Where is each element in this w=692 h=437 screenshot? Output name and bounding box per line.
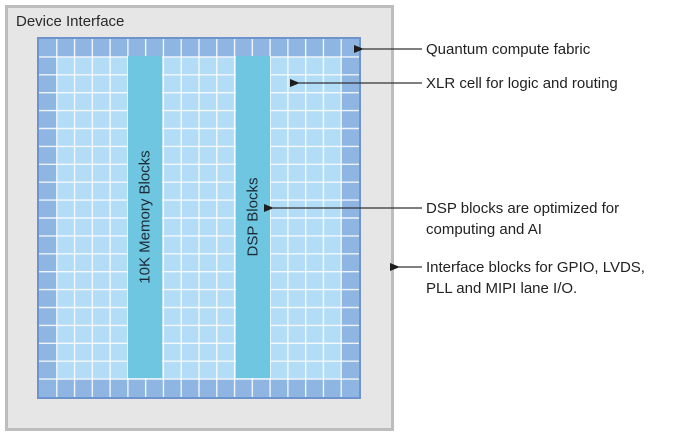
callout-quantum: Quantum compute fabric bbox=[426, 39, 590, 60]
quantum-compute-fabric bbox=[37, 37, 361, 399]
callout-dsp: DSP blocks are optimized for computing a… bbox=[426, 198, 619, 240]
callout-dsp-line-1: DSP blocks are optimized for bbox=[426, 200, 620, 217]
callout-xlr-line: XLR cell for logic and routing bbox=[426, 75, 618, 92]
callout-dsp-line-2: computing and AI bbox=[426, 221, 542, 238]
callout-interface: Interface blocks for GPIO, LVDS, PLL and… bbox=[426, 257, 645, 299]
callout-interface-line-2: PLL and MIPI lane I/O. bbox=[426, 280, 578, 297]
callout-quantum-line: Quantum compute fabric bbox=[426, 41, 591, 58]
callout-xlr: XLR cell for logic and routing bbox=[426, 73, 618, 94]
callout-interface-line-1: Interface blocks for GPIO, LVDS, bbox=[426, 259, 645, 276]
device-interface-title: Device Interface bbox=[16, 13, 125, 30]
memory-block-column: 10K Memory Blocks bbox=[128, 56, 162, 378]
dsp-block-column: DSP Blocks bbox=[236, 56, 270, 378]
